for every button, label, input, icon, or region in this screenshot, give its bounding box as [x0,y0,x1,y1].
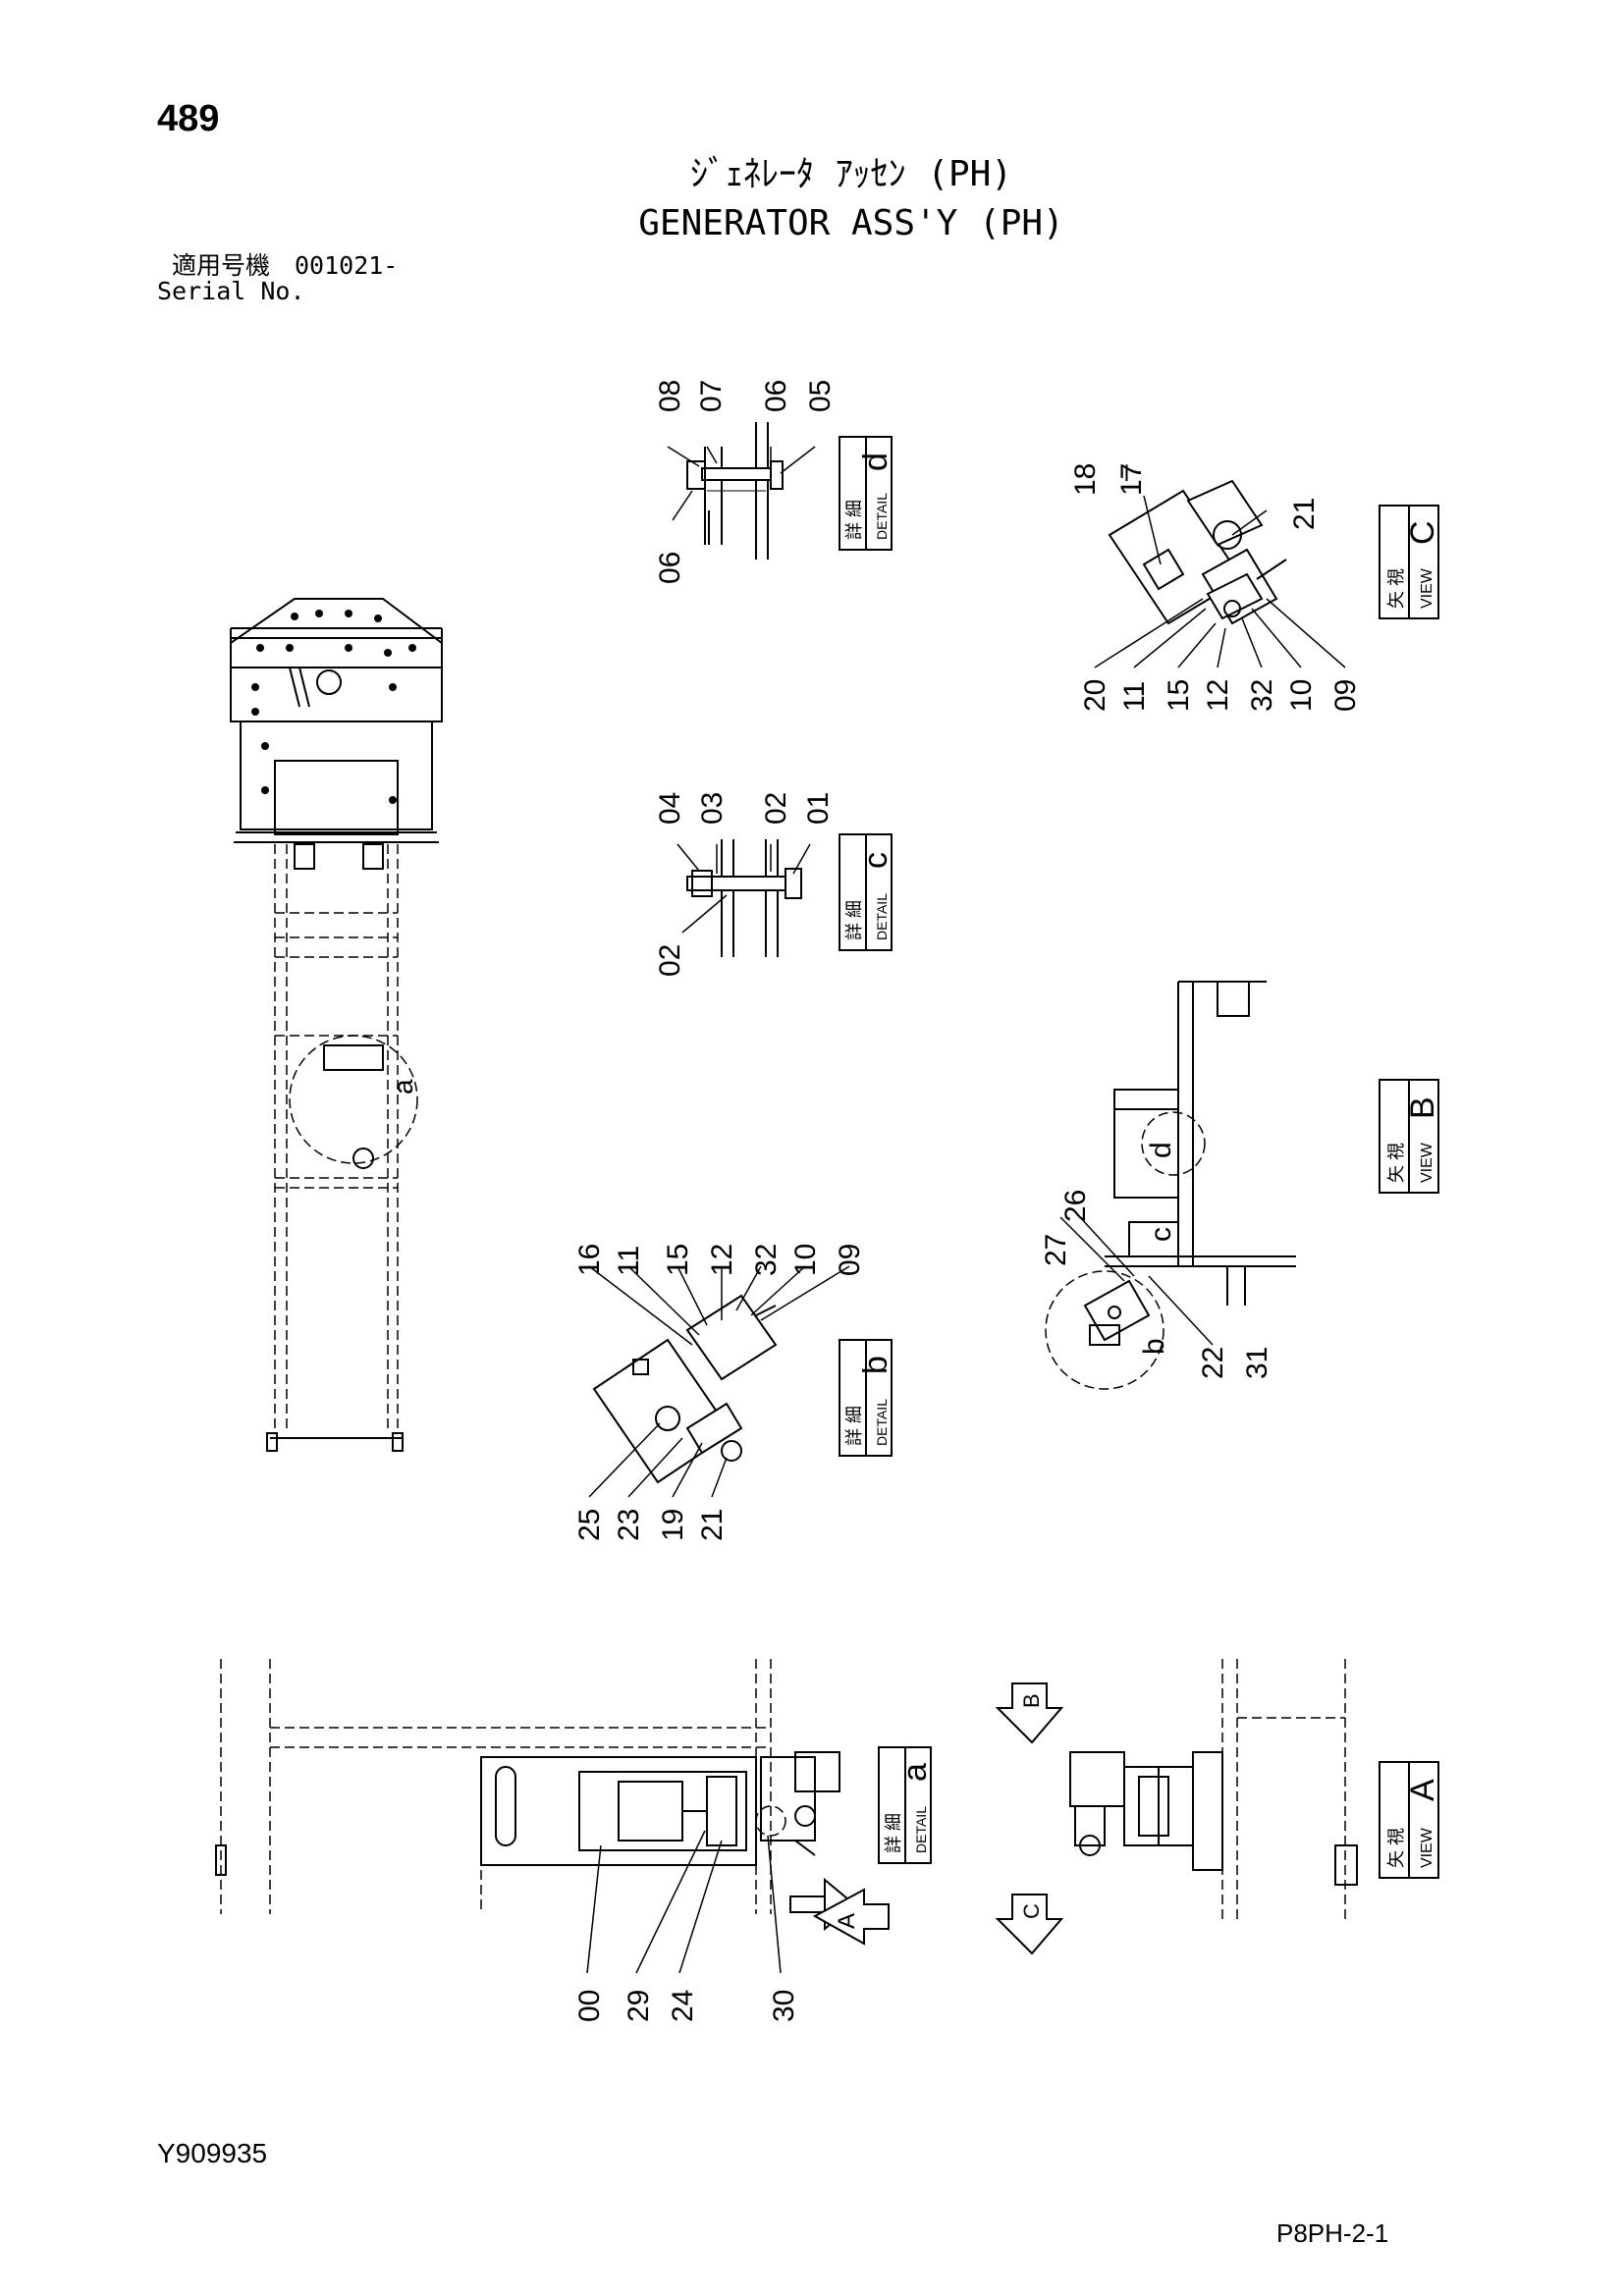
detail-a-jp: 詳 細 [884,1813,903,1853]
detail-c-drawing [686,839,802,957]
viewb-marker-c: c [1145,1227,1177,1242]
serial-label-english: Serial No. [157,277,305,305]
detail-a-box [878,1746,932,1864]
callout-viewc-11: 11 [1118,681,1151,712]
detail-d-box [839,436,893,551]
callout-viewc-09: 09 [1329,679,1362,712]
callout-viewc-20: 20 [1079,679,1111,712]
callout-c-02-bottom: 02 [654,944,686,977]
callout-c-01: 01 [802,792,835,825]
callout-viewb-22: 22 [1197,1347,1229,1379]
detail-c-box [839,833,893,951]
detail-b-letter: b [857,1356,894,1374]
view-b-jp: 矢 視 [1386,1143,1406,1183]
callout-b-21: 21 [696,1509,729,1541]
view-b-drawing [1083,981,1296,1346]
viewb-marker-d: d [1145,1142,1177,1158]
view-c-en: VIEW [1419,567,1435,609]
callout-d-06: 06 [760,380,792,412]
callout-b-15: 15 [662,1244,694,1276]
detail-c-jp: 詳 細 [844,900,864,940]
detail-c-letter: c [857,852,894,869]
callout-c-03: 03 [696,792,729,825]
view-arrow-a [812,1888,890,1946]
callout-d-06-bottom: 06 [654,552,686,584]
callout-b-09: 09 [834,1244,866,1276]
callout-d-08: 08 [654,380,686,412]
callout-d-07: 07 [695,380,728,412]
detail-d-jp: 詳 細 [844,500,864,540]
callout-a-24: 24 [667,1990,699,2022]
callout-b-16: 16 [573,1244,606,1276]
callout-viewc-dash: – [1109,464,1141,481]
arrow-c-letter: C [1019,1903,1044,1919]
view-a-en: VIEW [1419,1827,1435,1868]
detail-b-drawing [592,1294,778,1484]
callout-viewb-27: 27 [1040,1234,1072,1266]
callout-b-11: 11 [613,1246,645,1276]
detail-a-en: DETAIL [913,1806,929,1853]
page-number: 489 [157,98,220,139]
view-c-jp: 矢 視 [1386,568,1406,609]
document-code: Y909935 [157,2138,268,2168]
callout-viewc-21: 21 [1288,498,1321,530]
callout-b-23: 23 [613,1509,645,1541]
view-arrow-c [995,1894,1064,1955]
view-a-box [1379,1761,1439,1879]
callout-viewc-10: 10 [1285,679,1318,712]
callout-b-12: 12 [706,1244,738,1276]
view-a-drawing [1069,1659,1358,1924]
main-frame-view [230,598,443,1452]
detail-d-en: DETAIL [874,493,890,540]
detail-b-jp: 詳 細 [844,1406,864,1446]
detail-c-en: DETAIL [874,893,890,940]
callout-viewc-15: 15 [1163,679,1195,712]
callout-c-04: 04 [654,792,686,825]
detail-b-box [839,1339,893,1457]
callout-b-19: 19 [657,1509,689,1541]
arrow-b-letter: B [1019,1693,1044,1708]
callout-d-05: 05 [804,380,837,412]
arrow-a-letter: A [834,1913,860,1929]
view-c-letter: C [1404,520,1441,545]
callout-viewc-17: 17 [1115,463,1148,496]
page-code: P8PH-2-1 [1276,2218,1389,2248]
view-b-en: VIEW [1419,1142,1435,1183]
view-arrow-b [995,1682,1064,1744]
detail-a-drawing [215,1659,856,1932]
view-c-drawing [1108,479,1287,625]
detail-d-drawing [686,422,784,560]
callout-b-25: 25 [573,1509,606,1541]
title-english: GENERATOR ASS'Y (PH) [638,203,1064,243]
viewb-marker-b: b [1138,1338,1170,1355]
view-a-letter: A [1404,1779,1441,1801]
view-b-letter: B [1404,1096,1441,1119]
frame-marker-a: a [388,1079,418,1095]
view-c-box [1379,505,1439,619]
callout-b-10: 10 [789,1244,822,1276]
callout-a-29: 29 [623,1990,655,2022]
callout-b-32: 32 [750,1244,783,1276]
view-a-jp: 矢 視 [1386,1828,1406,1868]
detail-d-letter: d [857,453,894,471]
callout-a-00: 00 [573,1990,606,2022]
callout-viewc-12: 12 [1202,679,1234,712]
callout-viewb-26: 26 [1059,1190,1092,1222]
detail-b-en: DETAIL [874,1399,890,1446]
callout-viewc-18: 18 [1069,463,1102,496]
serial-label-japanese: 適用号機 001021- [172,251,399,280]
view-b-box [1379,1079,1439,1194]
detail-a-letter: a [896,1763,934,1782]
callout-c-02: 02 [760,792,792,825]
callout-viewb-31: 31 [1241,1347,1273,1379]
title-japanese: ｼﾞｪﾈﾚｰﾀ ｱｯｾﾝ (PH) [689,154,1013,194]
callout-a-30: 30 [768,1990,800,2022]
callout-viewc-32: 32 [1246,679,1278,712]
